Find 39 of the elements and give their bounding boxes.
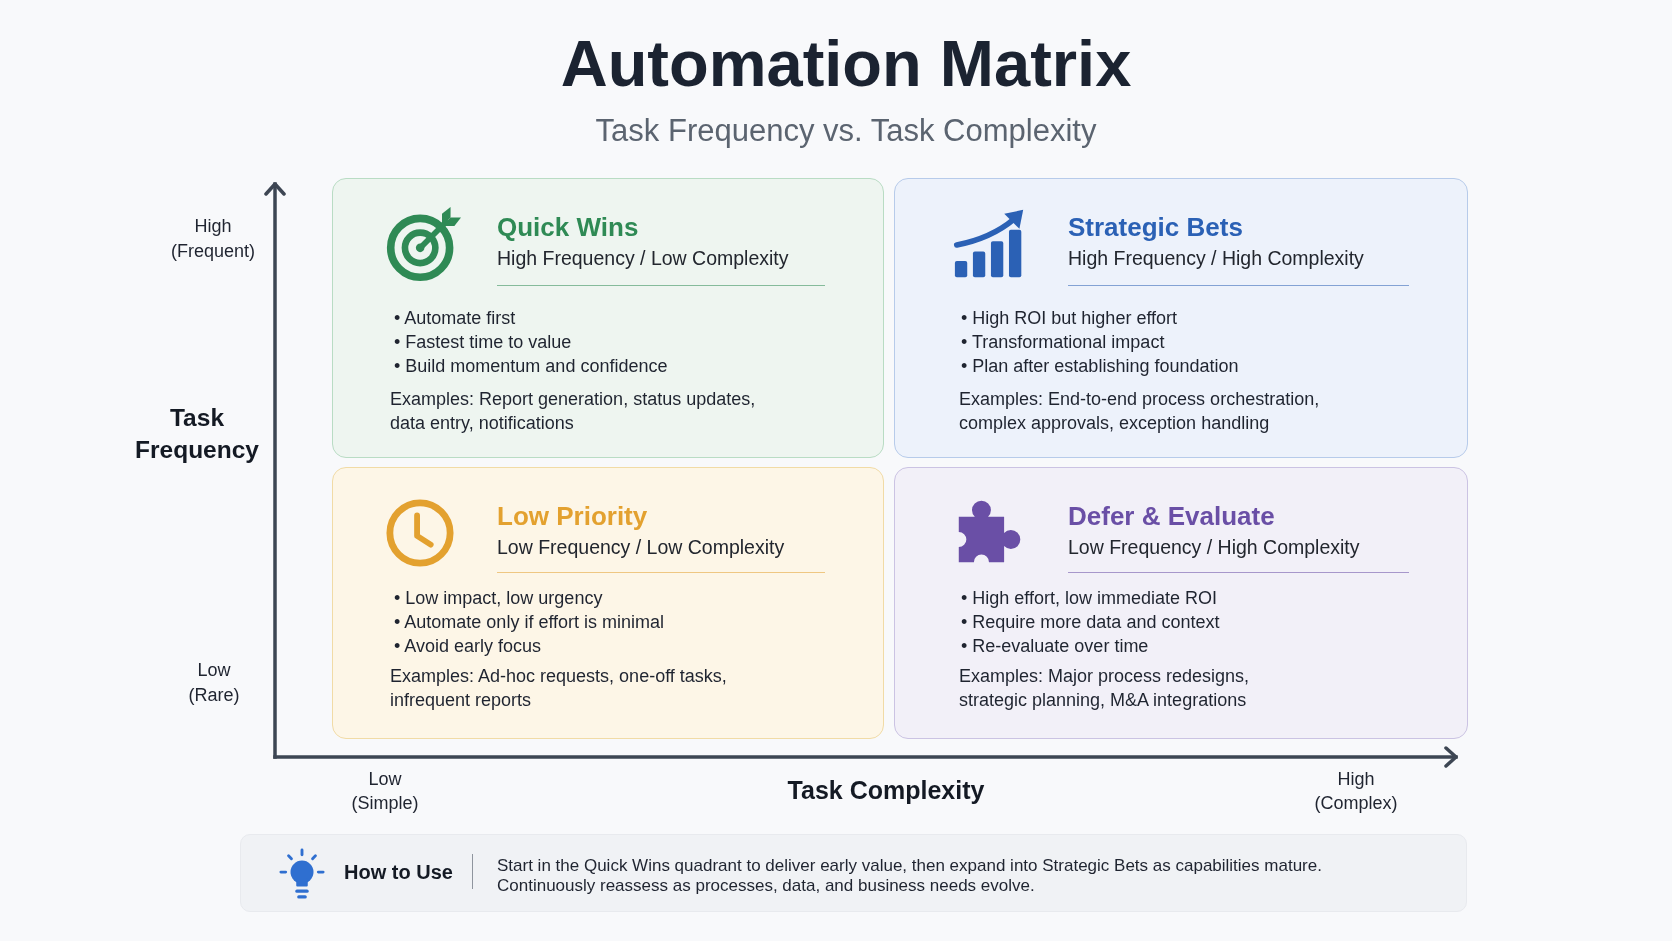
- bullet-point: • Automate first: [394, 307, 516, 330]
- panel-heading: How to Use: [344, 860, 453, 885]
- axis-tick-label: High (Complex): [1314, 768, 1398, 815]
- quadrant-subtitle: High Frequency / High Complexity: [1068, 246, 1364, 270]
- quadrant-subtitle: High Frequency / Low Complexity: [497, 246, 789, 270]
- bullet-point: • Low impact, low urgency: [394, 587, 603, 610]
- page-title: Automation Matrix: [560, 26, 1132, 102]
- quadrant-card: [332, 467, 884, 739]
- bullet-point: • Re-evaluate over time: [961, 635, 1149, 658]
- examples-text: Examples: Report generation, status updates, data entry, notifications: [390, 388, 757, 435]
- bullet-point: • High ROI but higher effort: [961, 307, 1178, 330]
- axis-tick-label: Low (Simple): [351, 768, 419, 815]
- quadrant-card: [894, 467, 1468, 739]
- examples-text: Examples: Major process redesigns, strategic planning, M&A integrations: [959, 665, 1251, 712]
- bullet-point: • Fastest time to value: [394, 331, 572, 354]
- page-subtitle: Task Frequency vs. Task Complexity: [595, 112, 1097, 150]
- axis-title: Task Frequency: [135, 403, 259, 465]
- quadrant-title: Low Priority: [497, 500, 648, 532]
- quadrant-subtitle: Low Frequency / Low Complexity: [497, 535, 785, 559]
- examples-text: Examples: Ad-hoc requests, one-off tasks, infrequent reports: [390, 665, 728, 712]
- panel-text: Start in the Quick Wins quadrant to deliver early value, then expand into Strategic Bets as capabilities mature. Continuously reassess as processes, data, and business needs evolve.: [497, 856, 1323, 896]
- bullet-point: • Avoid early focus: [394, 635, 542, 658]
- bullet-point: • High effort, low immediate ROI: [961, 587, 1218, 610]
- quadrant-card: [332, 178, 884, 458]
- quadrant-subtitle: Low Frequency / High Complexity: [1068, 535, 1360, 559]
- axis-title: Task Complexity: [787, 775, 985, 806]
- quadrant-title: Quick Wins: [497, 211, 639, 243]
- quadrant-title: Strategic Bets: [1068, 211, 1243, 243]
- axis-tick-label: High (Frequent): [171, 215, 255, 263]
- axis-tick-label: Low (Rare): [188, 659, 240, 707]
- bullet-point: • Automate only if effort is minimal: [394, 611, 665, 634]
- bullet-point: • Transformational impact: [961, 331, 1165, 354]
- quadrant-card: [894, 178, 1468, 458]
- bullet-point: • Build momentum and confidence: [394, 355, 668, 378]
- bullet-point: • Require more data and context: [961, 611, 1220, 634]
- examples-text: Examples: End-to-end process orchestration, complex approvals, exception handling: [959, 388, 1321, 435]
- bullet-point: • Plan after establishing foundation: [961, 355, 1239, 378]
- tip-panel: [240, 834, 1467, 912]
- quadrant-title: Defer & Evaluate: [1068, 500, 1275, 532]
